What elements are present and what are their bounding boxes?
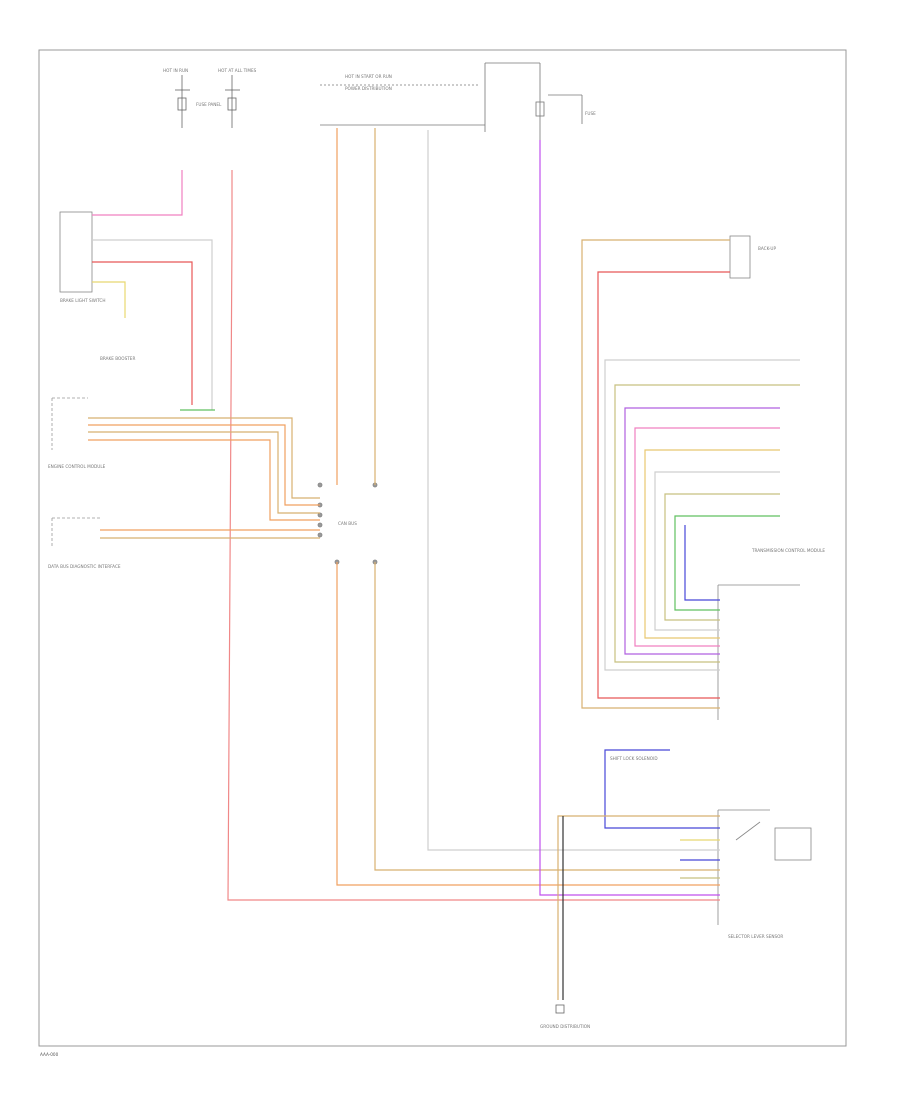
wire-tcm-2 (614, 384, 800, 663)
wire-tcm-4 (634, 427, 780, 647)
wire-yellow-brake (92, 281, 126, 318)
wire-ecm-4 (88, 417, 320, 499)
wire-set (88, 128, 800, 1000)
wire-tcm-7 (664, 493, 780, 621)
footer-code: AAA-000 (40, 1052, 59, 1057)
wire-tcm-8 (674, 515, 780, 611)
tcm-box (717, 584, 800, 720)
fuse-panel-label: FUSE PANEL (196, 102, 222, 107)
brake-light-switch-label: BRAKE LIGHT SWITCH (60, 298, 105, 303)
wire-ecm-1 (88, 424, 320, 506)
brake-booster-label: BRAKE BOOSTER (100, 356, 135, 361)
ground-symbol (555, 1004, 565, 1014)
fuse-label-hot-in-run: HOT IN RUN (163, 68, 188, 73)
selector-lever-label: SELECTOR LEVER SENSOR (728, 934, 783, 939)
wire-violet-center (539, 140, 720, 896)
wire-ecm-3 (88, 439, 320, 521)
fuse-label-hot-at-all-times: HOT AT ALL TIMES (218, 68, 257, 73)
fuse-b-label: FUSE (585, 111, 596, 116)
wire-bus-tan-down (374, 562, 720, 871)
second-left-module (51, 517, 100, 548)
power-distribution-block (320, 62, 583, 140)
wire-tcm-1 (604, 359, 800, 671)
power-distribution-label: POWER DISTRIBUTION (345, 86, 392, 91)
wire-bus-orange-down (336, 562, 720, 886)
wire-tcm-3 (624, 407, 780, 655)
diagram-frame (38, 49, 847, 1047)
power-line-label: HOT IN START OR RUN (345, 74, 392, 79)
ecm-label: ENGINE CONTROL MODULE (48, 464, 106, 469)
selector-lever-box (717, 809, 812, 925)
wire-ecm-2 (88, 431, 320, 514)
wire-tcm-9 (684, 525, 720, 601)
tcm-label: TRANSMISSION CONTROL MODULE (751, 548, 825, 553)
wire-red-brake (92, 261, 193, 405)
wire-red-backup (597, 271, 730, 699)
ground-bottom-label: GROUND DISTRIBUTION (540, 1024, 590, 1029)
ecm-bracket (51, 397, 88, 450)
wire-red-long (227, 170, 720, 901)
wire-tan-backup (581, 239, 730, 709)
wire-tcm-5 (644, 449, 780, 639)
back-up-label: BACK-UP (758, 246, 776, 251)
back-up-relay (729, 235, 751, 279)
can-bus-label: CAN BUS (338, 521, 357, 526)
gateway-label: DATA BUS DIAGNOSTIC INTERFACE (48, 564, 121, 569)
wire-tcm-6 (654, 471, 780, 631)
wire-tan-ground (557, 815, 720, 1000)
wire-gray-center (427, 130, 720, 851)
shift-lock-label: SHIFT LOCK SOLENOID (610, 756, 658, 761)
wire-gray-brake (92, 239, 213, 410)
wire-blue-loop (604, 749, 720, 829)
fuse-block-top-left (175, 75, 240, 128)
brake-light-switch-box (59, 211, 93, 293)
wire-pink-brake-switch (92, 170, 183, 216)
